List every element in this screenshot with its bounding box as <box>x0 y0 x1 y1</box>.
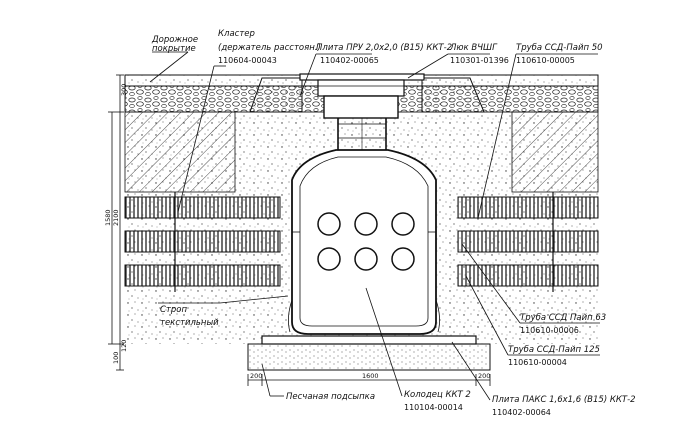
dim-1580: 1580 <box>104 209 112 226</box>
dim-200-right: 200 <box>478 372 490 380</box>
pipes-right <box>457 196 599 287</box>
label-road-surface-1: Дорожное <box>151 35 198 45</box>
label-pipe50-code: 110610-00005 <box>516 56 575 65</box>
label-sand: Песчаная подсыпка <box>286 392 375 402</box>
label-well-code: 110104-00014 <box>404 403 463 412</box>
cluster-holders <box>174 192 554 292</box>
sand-bedding <box>247 343 491 371</box>
plate-paks <box>261 335 477 345</box>
pipes-left <box>124 196 281 287</box>
label-pipe63: Труба ССД Пайп 63 <box>520 313 606 323</box>
dim-300: 300 <box>120 84 128 96</box>
hatched-ground-left <box>124 111 236 193</box>
label-well: Колодец ККТ 2 <box>404 390 471 400</box>
label-hatch-code: 110301-01396 <box>450 56 509 65</box>
dim-100: 100 <box>112 352 120 364</box>
dim-2100: 2100 <box>112 209 120 226</box>
lifting-slings <box>288 299 440 333</box>
label-plate-pru: Плита ПРУ 2,0х2,0 (В15) ККТ-2 <box>316 43 452 53</box>
label-cluster-code: 110604-00043 <box>218 56 277 65</box>
label-plate-pru-code: 110402-00065 <box>320 56 379 65</box>
duct-openings <box>317 212 415 271</box>
label-sling-2: текстильный <box>160 318 219 328</box>
label-road-surface-2: покрытие <box>152 44 196 54</box>
dim-1600: 1600 <box>362 372 379 380</box>
label-hatch: Люк ВЧШГ <box>449 43 498 53</box>
hatched-ground-right <box>511 111 599 193</box>
label-sling-1: Строп <box>160 305 187 315</box>
label-pipe50: Труба ССД-Пайп 50 <box>516 43 603 53</box>
well-neck <box>337 118 387 150</box>
label-cluster-2: (держатель расстоян.) <box>218 43 321 53</box>
dim-120: 120 <box>120 340 128 352</box>
label-plate-paks: Плита ПАКС 1,6х1,6 (В15) ККТ-2 <box>492 395 636 405</box>
plate-pru <box>249 77 485 113</box>
label-plate-paks-code: 110402-00064 <box>492 408 551 417</box>
dim-200-left: 200 <box>250 372 262 380</box>
label-cluster-1: Кластер <box>218 29 255 39</box>
label-pipe63-code: 110610-00006 <box>520 326 579 335</box>
dimension-lines <box>108 74 491 386</box>
leader-lines <box>149 51 600 401</box>
label-pipe125: Труба ССД-Пайп 125 <box>508 345 600 355</box>
hatch-cover <box>299 73 425 119</box>
well-body <box>291 149 437 335</box>
label-pipe125-code: 110610-00004 <box>508 358 567 367</box>
